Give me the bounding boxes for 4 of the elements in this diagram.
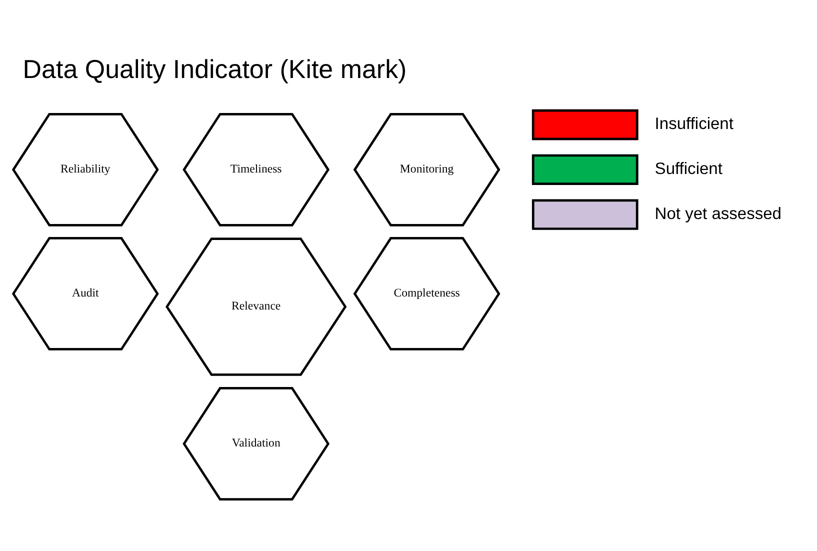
diagram-title: Data Quality Indicator (Kite mark): [22, 54, 407, 84]
legend-label: Insufficient: [654, 114, 734, 133]
legend-label: Sufficient: [654, 158, 722, 178]
legend-label: Not yet assessed: [654, 203, 782, 222]
